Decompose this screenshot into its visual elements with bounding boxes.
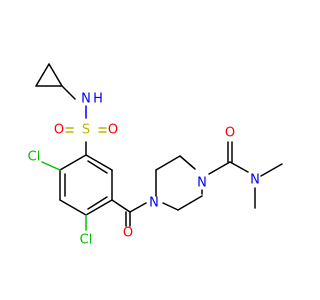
atom-n-sulfonamide: N	[81, 92, 91, 107]
bond-n-carbamoyl	[208, 161, 231, 175]
molecule-structure: N H S O O Cl Cl O N N O N	[28, 63, 283, 248]
atom-n-piperazine-left: N	[149, 196, 159, 211]
atom-s: S	[82, 123, 90, 138]
benzene-ring	[59, 154, 113, 216]
atom-o-carbamoyl: O	[225, 126, 235, 141]
atom-o-carbonyl: O	[123, 226, 133, 241]
atom-cl-bottom: Cl	[80, 233, 93, 248]
bond-ring-carbonyl	[111, 199, 131, 213]
atom-cl-top: Cl	[28, 150, 41, 165]
bond-ring-cl-top	[41, 161, 61, 171]
atom-n-piperazine-right: N	[197, 176, 207, 191]
atom-o-sulfonyl-right: O	[108, 123, 118, 138]
atom-h-sulfonamide: H	[93, 92, 103, 107]
cyclopropyl-ring	[35, 63, 63, 87]
bond-carbonyl-n	[129, 202, 147, 213]
piperazine-ring	[155, 155, 203, 211]
bond-cp-n	[61, 85, 76, 100]
bond-n-methyl-right	[260, 163, 283, 177]
atom-n-dimethyl: N	[250, 173, 260, 188]
bond-carbamoyl-n	[229, 161, 249, 173]
atom-o-sulfonyl-left: O	[54, 123, 64, 138]
